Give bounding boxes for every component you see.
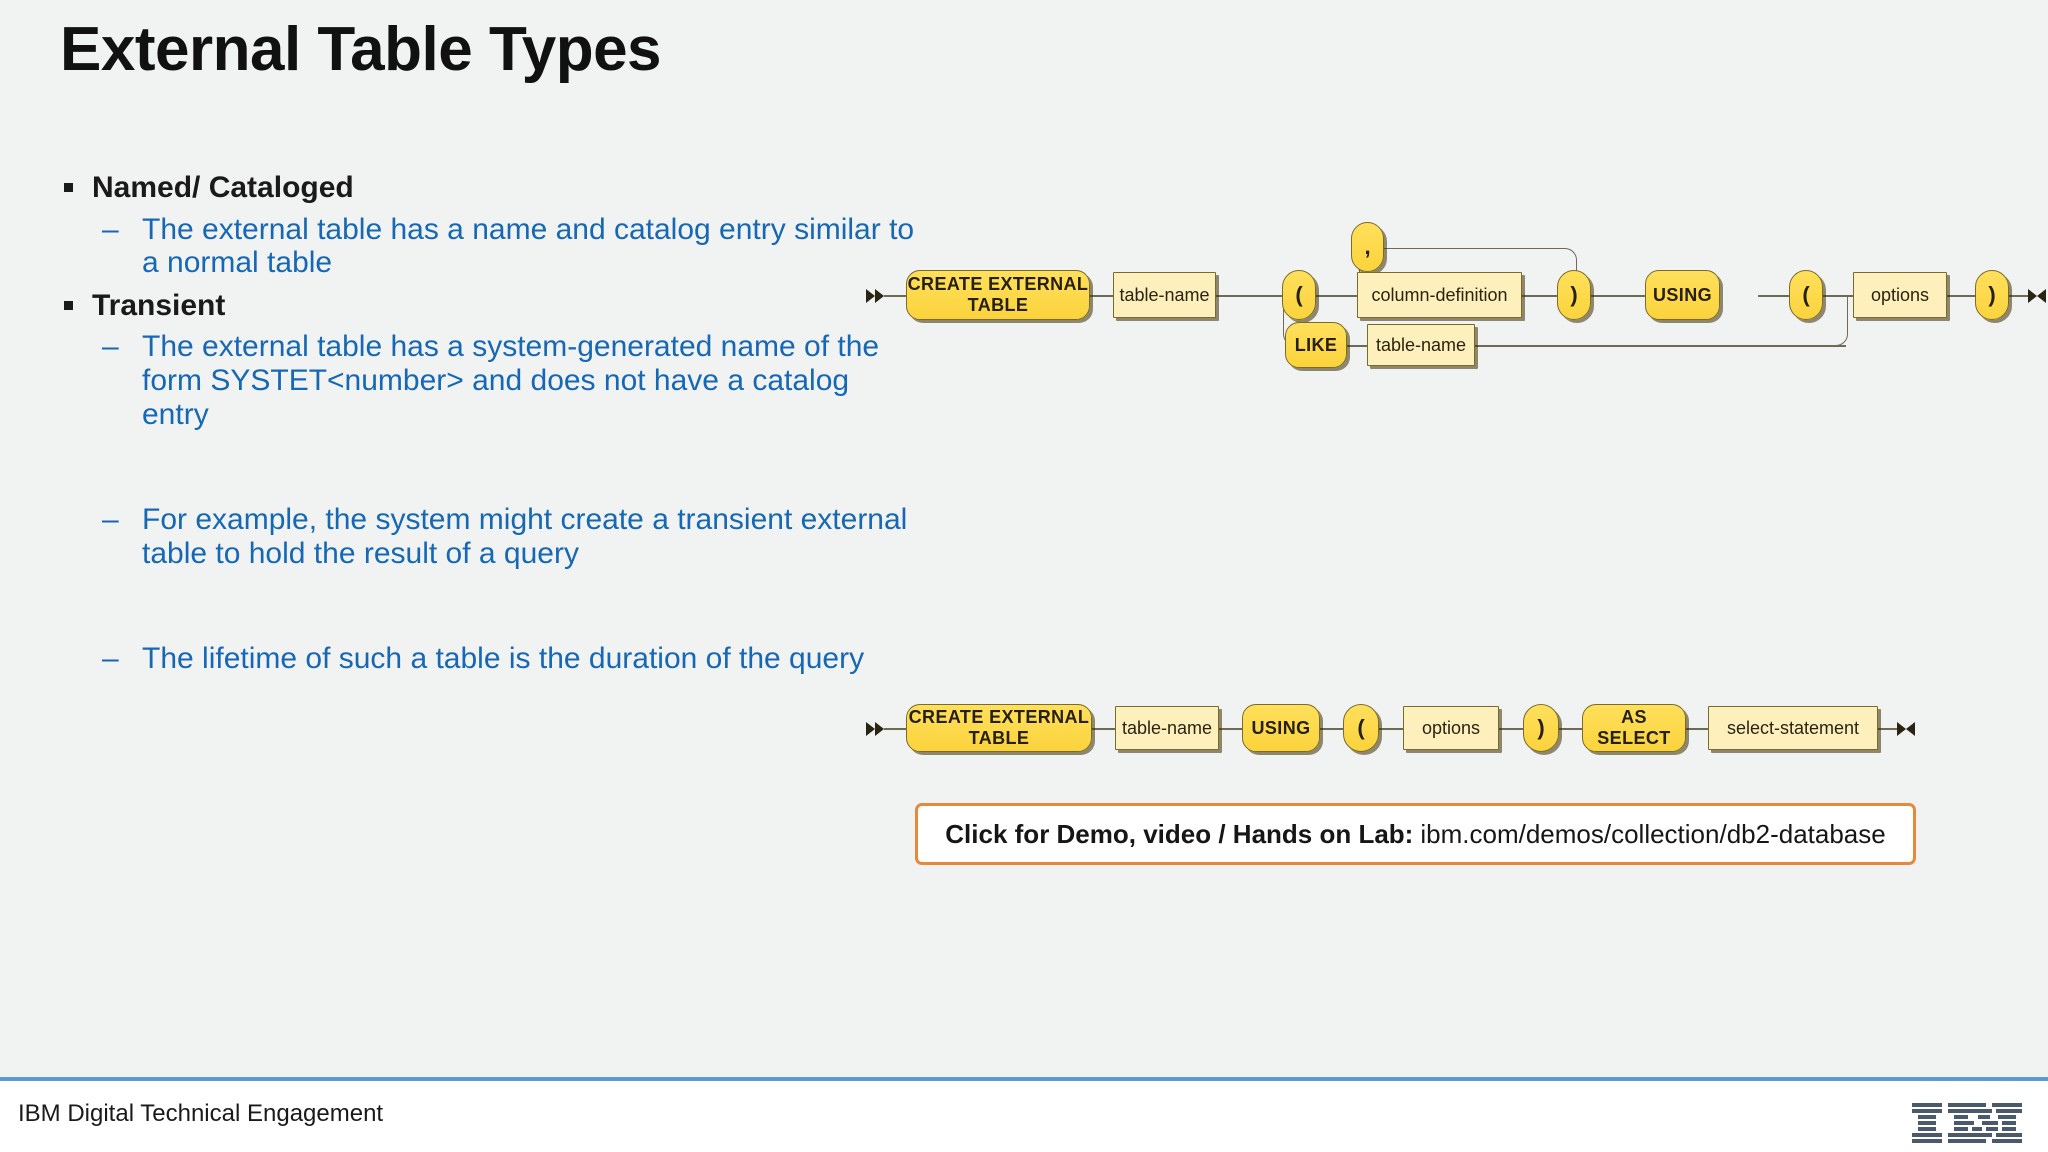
dash-bullet-icon: – [102, 642, 119, 676]
diagram-node-column-definition: column-definition [1357, 272, 1522, 318]
diagram-node-create-external-table: CREATE EXTERNAL TABLE [906, 704, 1092, 752]
rail-segment [2009, 295, 2030, 297]
demo-link-callout[interactable]: Click for Demo, video / Hands on Lab: ib… [915, 803, 1916, 865]
diagram-node-create-external-table: CREATE EXTERNAL TABLE [906, 270, 1090, 320]
list-item-label: For example, the system might create a t… [142, 503, 908, 570]
dash-bullet-icon: – [102, 330, 119, 364]
demo-url[interactable]: ibm.com/demos/collection/db2-database [1420, 818, 1886, 849]
rail-segment [1498, 728, 1524, 730]
rail-segment [1590, 295, 1646, 297]
rail-segment [1347, 345, 1367, 347]
square-bullet-icon [64, 183, 73, 192]
rail-segment [1089, 295, 1113, 297]
rail-segment [1946, 295, 1976, 297]
bullet-list: Named/ Cataloged – The external table ha… [60, 170, 920, 676]
syntax-diagram-transient: CREATE EXTERNAL TABLE table-name USING (… [860, 688, 2040, 778]
list-item: – For example, the system might create a… [60, 503, 920, 570]
diagram-node-using: USING [1645, 270, 1720, 320]
rail-segment [1520, 295, 1558, 297]
rail-segment [1215, 295, 1283, 297]
diagram-node-left-paren: ( [1282, 270, 1316, 320]
syntax-diagram-named-cataloged: CREATE EXTERNAL TABLE table-name ( , col… [860, 222, 2046, 420]
rail-segment [1315, 295, 1357, 297]
list-item-label: The external table has a name and catalo… [142, 212, 915, 280]
list-item: Named/ Cataloged [60, 170, 920, 207]
footer-bar [0, 1081, 2048, 1152]
rail-segment [1378, 728, 1404, 730]
demo-label: Click for Demo, video / Hands on Lab: [945, 818, 1414, 849]
diagram-node-table-name: table-name [1115, 706, 1219, 750]
rail-segment [884, 295, 906, 297]
diagram-node-left-paren: ( [1343, 704, 1379, 752]
list-item-label: Transient [92, 288, 226, 322]
list-item: – The external table has a name and cata… [60, 213, 920, 280]
list-item: – The external table has a system-genera… [60, 330, 920, 431]
rail-segment [1877, 728, 1899, 730]
rail-segment [1758, 295, 1790, 297]
dash-bullet-icon: – [102, 212, 119, 246]
diagram-node-select-statement: select-statement [1708, 706, 1878, 750]
diagram-node-options: options [1403, 706, 1499, 750]
rail-segment [884, 728, 906, 730]
ibm-logo [1912, 1103, 2022, 1143]
footer-label: IBM Digital Technical Engagement [18, 1100, 384, 1127]
rail-segment [1218, 728, 1242, 730]
rail-segment [1091, 728, 1115, 730]
rail-segment [1685, 728, 1709, 730]
list-item-label: The lifetime of such a table is the dura… [142, 642, 865, 676]
page-title: External Table Types [60, 15, 662, 84]
diagram-node-right-paren: ) [1523, 704, 1559, 752]
footer-divider [0, 1077, 2048, 1081]
rail-segment [1474, 345, 1846, 347]
entry-arrow-icon [866, 722, 884, 736]
list-item-label: The external table has a system-generate… [142, 330, 880, 431]
rail-segment [1319, 728, 1343, 730]
diagram-node-right-paren-options: ) [1975, 270, 2009, 320]
diagram-node-left-paren-options: ( [1789, 270, 1823, 320]
diagram-node-like-table-name: table-name [1367, 324, 1475, 366]
diagram-node-like: LIKE [1285, 322, 1347, 368]
entry-arrow-icon [866, 289, 884, 303]
list-item-label: Named/ Cataloged [92, 171, 354, 204]
dash-bullet-icon: – [102, 503, 119, 537]
diagram-node-using: USING [1242, 704, 1320, 752]
diagram-node-right-paren: ) [1557, 270, 1591, 320]
diagram-node-table-name: table-name [1113, 272, 1216, 318]
list-item: – The lifetime of such a table is the du… [60, 642, 920, 676]
diagram-node-as-select: AS SELECT [1582, 704, 1686, 752]
diagram-node-options: options [1853, 272, 1947, 318]
diagram-node-comma: , [1351, 222, 1384, 272]
rail-segment [1559, 728, 1583, 730]
square-bullet-icon [64, 300, 73, 310]
exit-arrow-icon [2028, 289, 2046, 303]
list-item: Transient [60, 288, 920, 325]
exit-arrow-icon [1897, 722, 1915, 736]
